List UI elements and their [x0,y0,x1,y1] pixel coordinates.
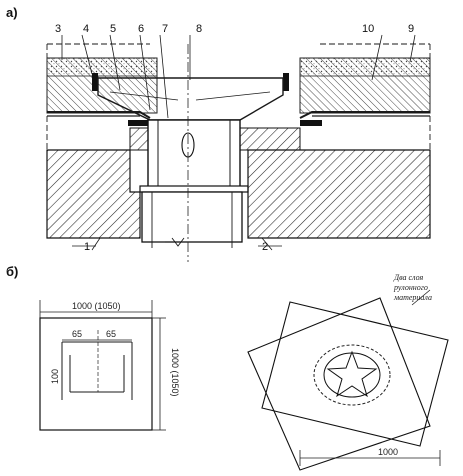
callout-9: 9 [408,23,414,35]
section-a-label: а) [6,5,18,20]
note-line-3: материала [393,293,432,302]
callout-4: 4 [83,23,89,35]
plan-dim-left: 65 [72,329,82,339]
square-width-dim: 1000 [378,447,398,457]
plan-view: 1000 (1050) 65 65 100 1000 (1050) [39,300,180,431]
plan-dim-right: 65 [106,329,116,339]
plan-width-dim: 1000 (1050) [72,301,121,311]
downpipe [141,191,243,243]
note-line-1: Два слоя [393,273,424,282]
callout-10: 10 [362,23,374,35]
callout-1: 1 [84,241,90,253]
concrete-slab-left [46,149,141,239]
plan-dim-small: 100 [50,369,60,384]
clamp-block-left [92,73,98,91]
callout-2: 2 [262,241,268,253]
drain-cross-section: 3 4 5 6 7 8 10 9 1 2 [46,23,431,262]
clamp-block-right [283,73,289,91]
callout-8: 8 [196,23,202,35]
section-b-label: б) [6,264,18,279]
concrete-slab-right [247,149,431,239]
membrane-square-2 [247,297,431,471]
callout-6: 6 [138,23,144,35]
plan-outer-square [39,317,153,431]
funnel-opening [313,344,391,406]
star-clamp [326,350,378,398]
callout-7: 7 [162,23,168,35]
callout-3: 3 [55,23,61,35]
callout-5: 5 [110,23,116,35]
membrane-layers-view: Два слоя рулонного материала 1000 [247,273,449,471]
grating-cap [147,119,241,193]
plan-height-dim: 1000 (1050) [170,348,180,397]
note-line-2: рулонного [393,283,428,292]
membrane-square-1 [261,301,449,447]
